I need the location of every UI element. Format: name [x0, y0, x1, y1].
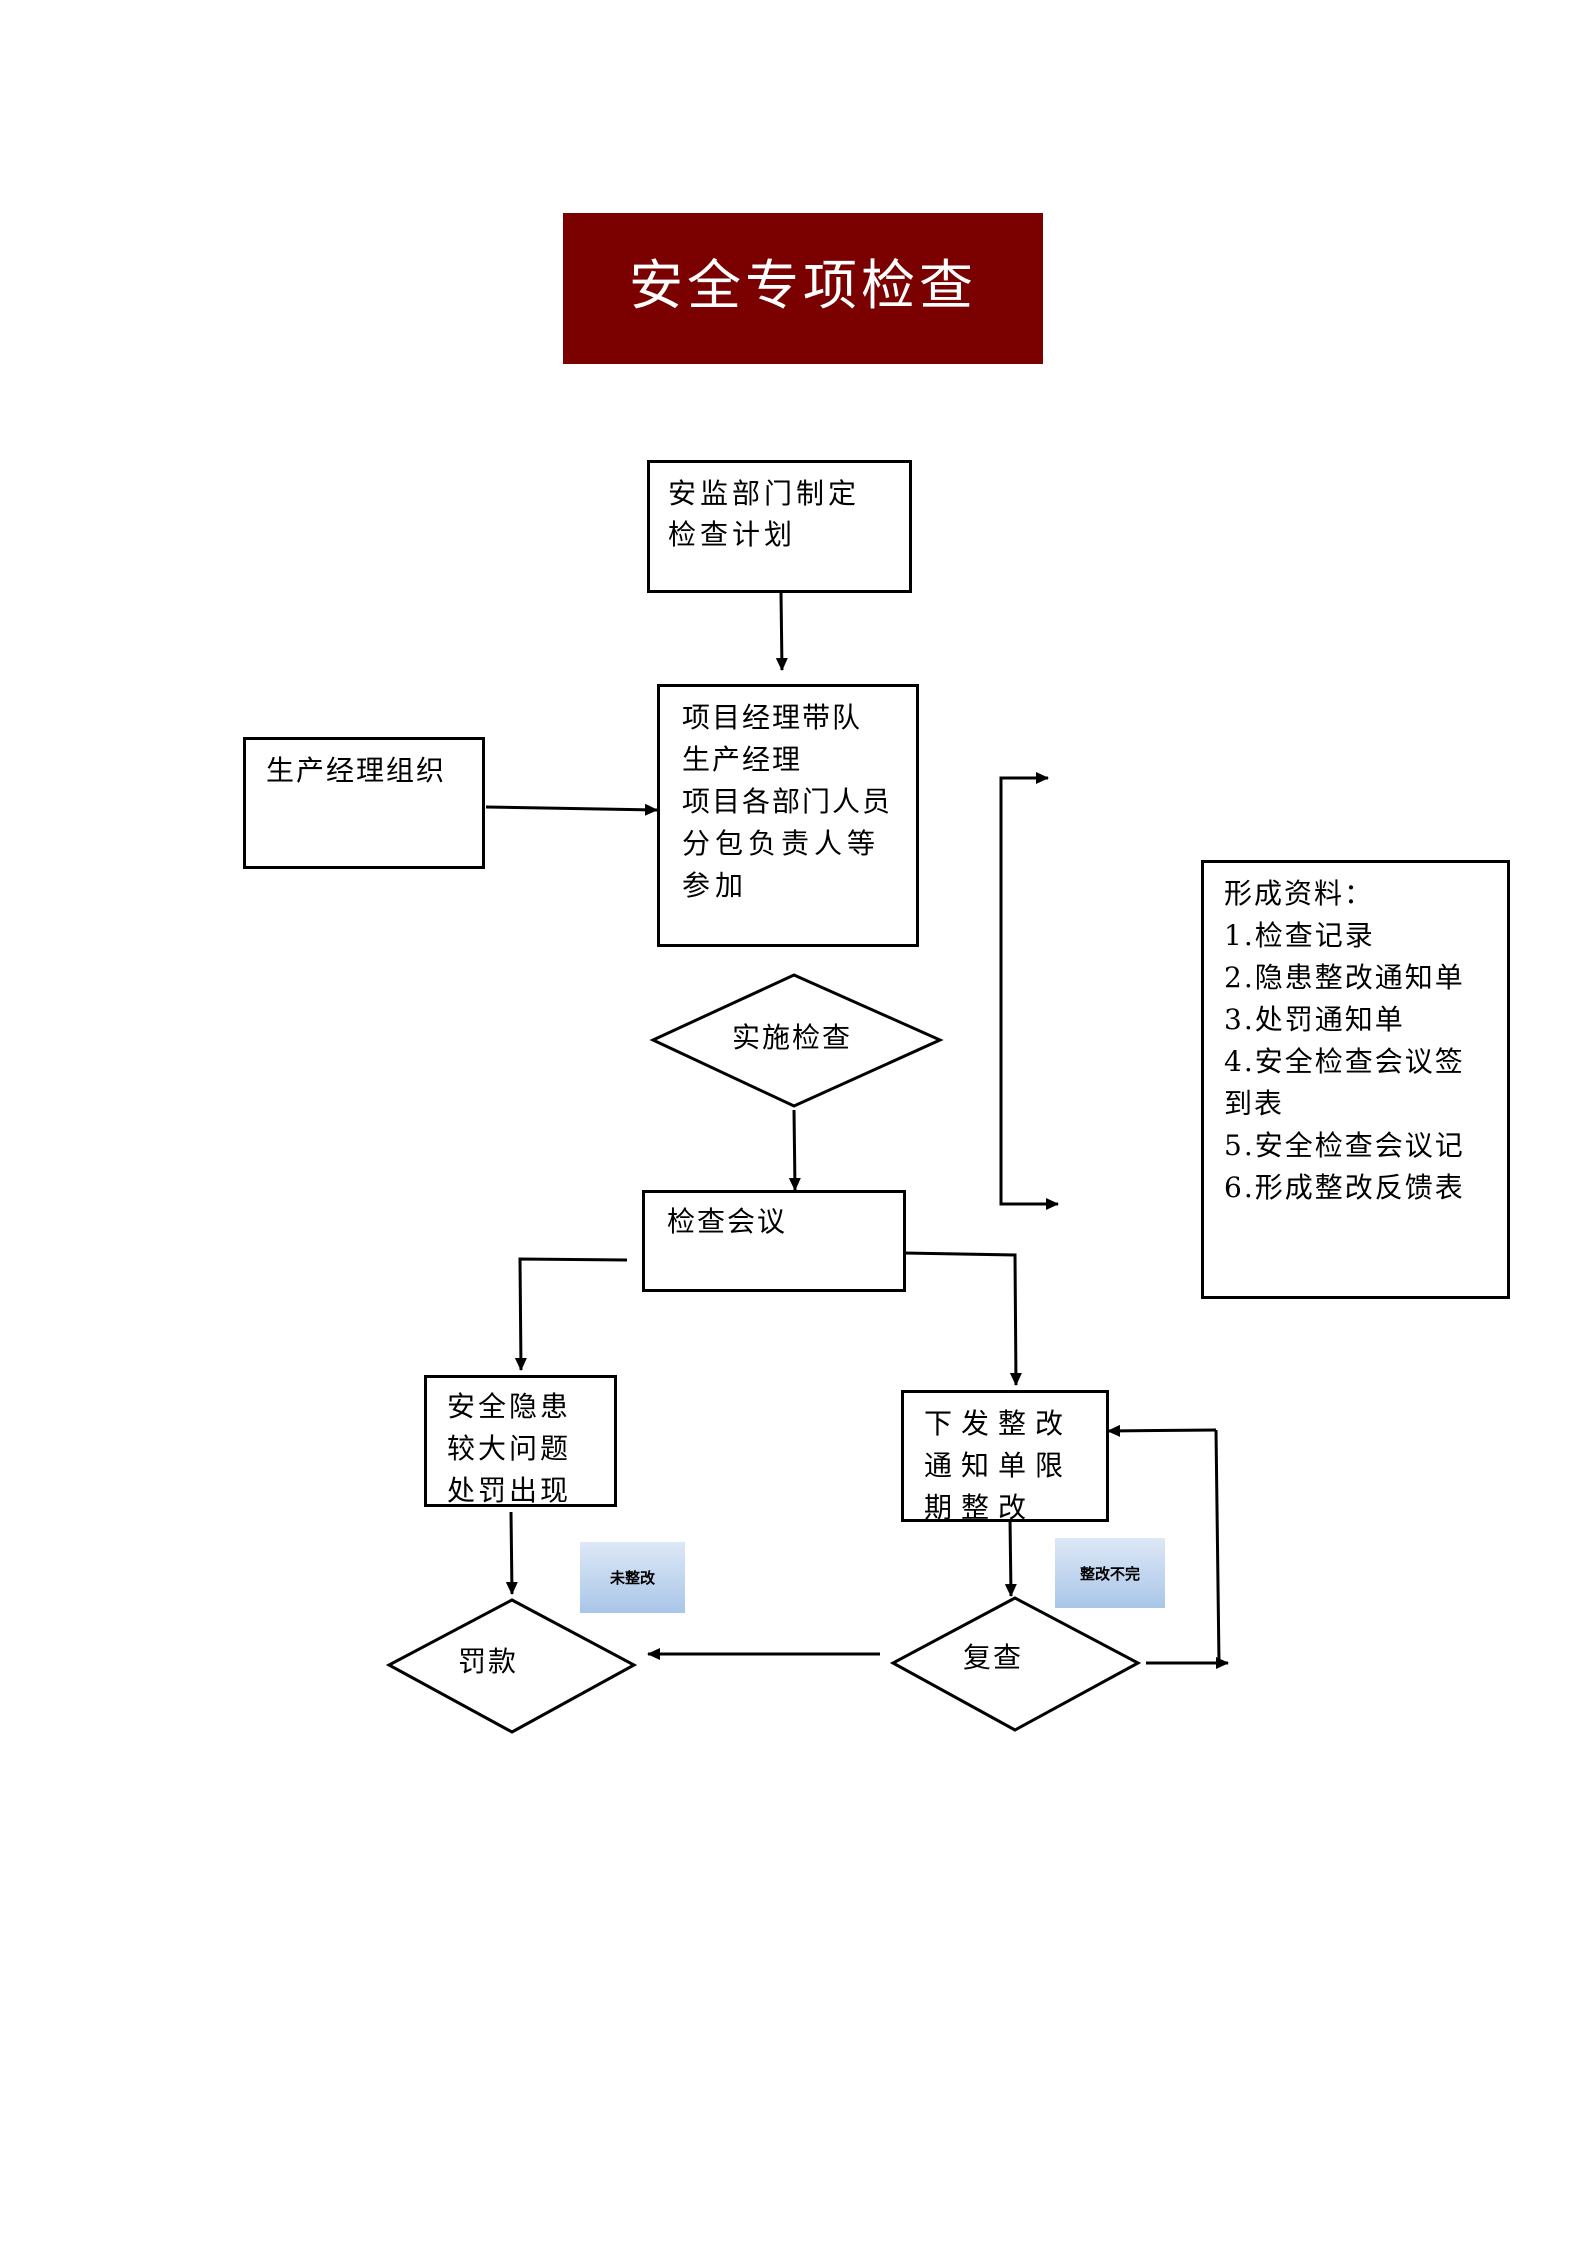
box-meeting-text: 检查会议: [667, 1205, 788, 1238]
diamond-recheck: [889, 1596, 1142, 1732]
materials-item-5: 5.安全检查会议记: [1224, 1129, 1465, 1162]
materials-item-4: 4.安全检查会议签到表: [1224, 1045, 1465, 1120]
materials-item-3: 3.处罚通知单: [1224, 1003, 1405, 1036]
materials-item-1: 1.检查记录: [1224, 919, 1375, 952]
team-line-4: 分包负责人等参加: [682, 827, 881, 902]
team-line-1: 项目经理带队: [682, 701, 863, 734]
team-line-3: 项目各部门人员: [682, 785, 893, 818]
arrow-loop-top: [1107, 1424, 1217, 1437]
arrow-organizer-to-team: [485, 803, 658, 816]
box-meeting: 检查会议: [642, 1190, 906, 1292]
materials-item-2: 2.隐患整改通知单: [1224, 961, 1465, 994]
box-team: 项目经理带队 生产经理 项目各部门人员 分包负责人等参加: [657, 684, 919, 947]
diamond-fine-label: 罚款: [457, 1645, 519, 1678]
page-title: 安全专项检查: [629, 254, 977, 317]
box-plan-text: 安监部门制定检查计划: [668, 477, 861, 551]
materials-heading: 形成资料：: [1224, 877, 1375, 910]
arrow-meeting-to-notice: [903, 1251, 1022, 1386]
box-team-text: 项目经理带队 生产经理 项目各部门人员 分包负责人等参加: [660, 687, 916, 917]
box-plan: 安监部门制定检查计划: [647, 460, 912, 593]
tag-not-rectified: 未整改: [580, 1542, 685, 1613]
arrow-plan-to-team: [775, 591, 788, 671]
arrow-notice-to-recheck: [1004, 1517, 1017, 1597]
arrow-meeting-to-penalty: [514, 1257, 628, 1371]
box-organizer-text: 生产经理组织: [266, 754, 447, 787]
arrow-penalty-to-fine: [505, 1511, 518, 1595]
box-penalty-text: 安全隐患较大问题处罚出现: [447, 1390, 572, 1507]
materials-item-6: 6.形成整改反馈表: [1224, 1171, 1465, 1204]
box-organizer: 生产经理组织: [243, 737, 485, 869]
tag-incomplete: 整改不完: [1055, 1538, 1165, 1608]
diamond-recheck-label: 复查: [962, 1641, 1024, 1674]
diamond-implement-label: 实施检查: [731, 1021, 853, 1054]
box-penalty: 安全隐患较大问题处罚出现: [424, 1375, 617, 1507]
box-notice-text: 下发整改通知单限期整改: [924, 1407, 1073, 1522]
arrow-loop-to-notice: [1214, 1429, 1221, 1664]
box-materials: 形成资料： 1.检查记录 2.隐患整改通知单 3.处罚通知单 4.安全检查会议签…: [1201, 860, 1510, 1299]
page-title-banner: 安全专项检查: [563, 213, 1043, 364]
bracket-connector: [999, 776, 1058, 1206]
box-notice: 下发整改通知单限期整改: [901, 1390, 1109, 1522]
diamond-implement: [649, 973, 944, 1108]
arrow-implement-to-meeting: [788, 1109, 801, 1191]
diamond-fine: [385, 1598, 638, 1734]
box-materials-text: 形成资料： 1.检查记录 2.隐患整改通知单 3.处罚通知单 4.安全检查会议签…: [1204, 863, 1507, 1219]
team-line-2: 生产经理: [682, 743, 803, 776]
